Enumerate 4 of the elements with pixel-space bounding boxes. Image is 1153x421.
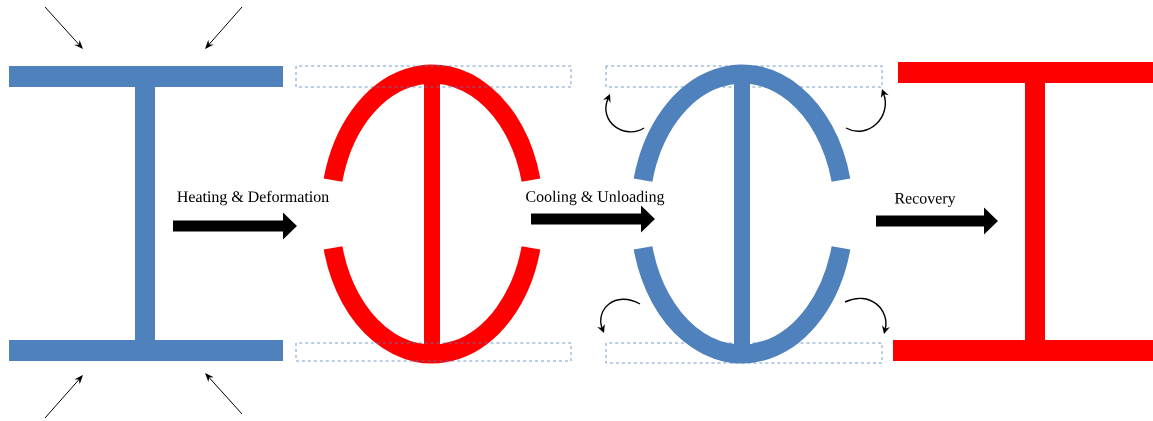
i-beam-drawing [893, 62, 1153, 361]
edge-label: Heating & Deformation [177, 190, 329, 206]
edge-label: Recovery [894, 193, 956, 207]
edge-label: Cooling & Unloading [526, 190, 665, 206]
